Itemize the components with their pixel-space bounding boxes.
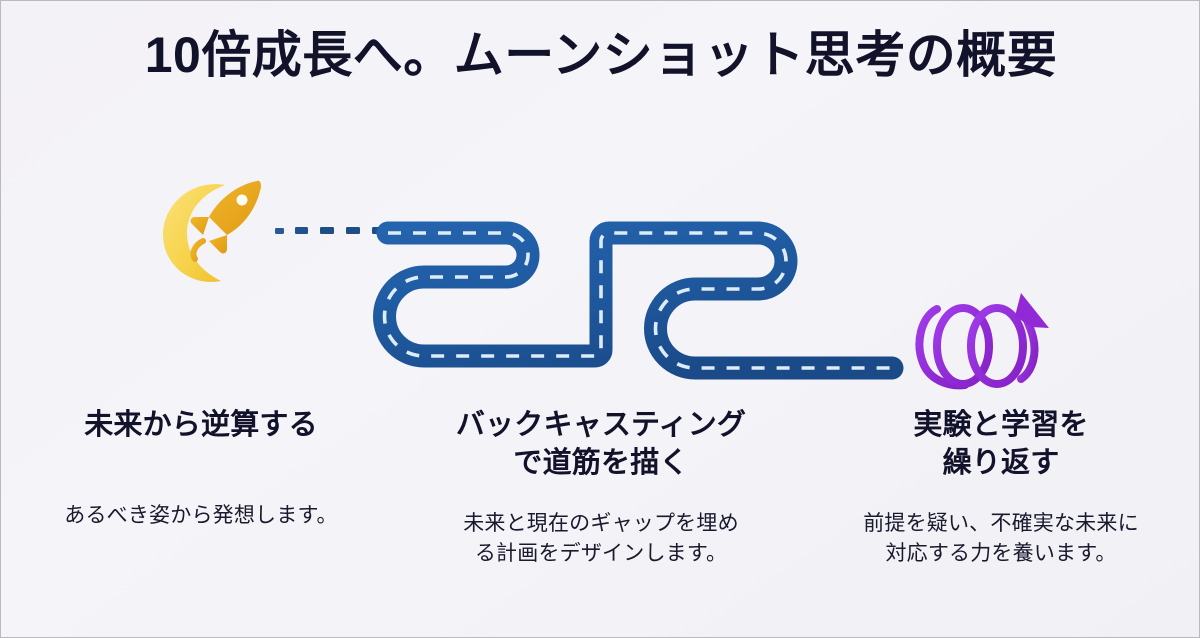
graphics-band bbox=[1, 151, 1199, 401]
column-heading: 実験と学習を 繰り返す bbox=[913, 409, 1089, 480]
column-experiment-and-learn: 実験と学習を 繰り返す 前提を疑い、不確実な未来に 対応する力を養います。 bbox=[801, 406, 1199, 570]
column-backcast-from-future: 未来から逆算する あるべき姿から発想します。 bbox=[1, 406, 401, 532]
page-title: 10倍成長へ。ムーンショット思考の概要 bbox=[144, 27, 1058, 83]
column-heading: バックキャスティング で道筋を描く bbox=[455, 409, 747, 480]
column-body-text: 未来と現在のギャップを埋め る計画をデザインします。 bbox=[463, 511, 739, 566]
feature-columns: 未来から逆算する あるべき姿から発想します。 バックキャスティング で道筋を描く… bbox=[1, 406, 1199, 636]
column-body-text: あるべき姿から発想します。 bbox=[64, 504, 338, 528]
iteration-loop-arrow-icon bbox=[909, 291, 1059, 401]
column-backcasting-roadmap: バックキャスティング で道筋を描く 未来と現在のギャップを埋め る計画をデザイン… bbox=[401, 406, 801, 570]
column-body-text: 前提を疑い、不確実な未来に 対応する力を養います。 bbox=[863, 511, 1139, 566]
winding-road-icon bbox=[261, 191, 921, 396]
moon-rocket-icon bbox=[151, 171, 281, 296]
column-heading: 未来から逆算する bbox=[84, 409, 318, 441]
